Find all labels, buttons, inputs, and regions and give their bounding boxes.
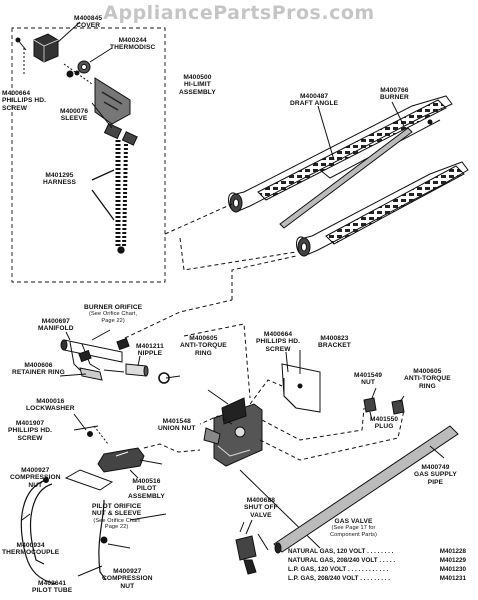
upper-burner (228, 95, 453, 213)
shut-off-valve-part (235, 519, 257, 575)
gas-supply-pipe-part (257, 425, 459, 554)
burner-orifice-label: BURNER ORIFICE(See Orifice Chart,Page 22… (84, 304, 143, 324)
gas-valve-part (203, 397, 263, 467)
harness-part (91, 140, 128, 254)
draft-angle-part (279, 101, 433, 229)
nut-plug-part (363, 387, 405, 421)
lockwasher-screw-part (73, 413, 109, 445)
pilot-assembly-part (64, 443, 201, 491)
screw-top-part (15, 37, 27, 76)
manifold-part (60, 337, 170, 384)
cover-part (33, 21, 81, 63)
watermark-text: AppliancePartsPros.com (103, 2, 375, 24)
hi-limit-bracket (94, 77, 131, 125)
pilot-tube-part (77, 499, 131, 581)
lower-burner (296, 161, 469, 257)
hi-limit-assembly-outline (11, 27, 166, 283)
gas-valve-parts-table: NATURAL GAS, 120 VOLT . . . . . . . .M40… (288, 548, 466, 582)
mount-bracket-part (281, 350, 321, 413)
thermodisc-part (63, 47, 113, 85)
sleeve-parts (91, 102, 138, 146)
thermocouple-part (20, 477, 57, 585)
